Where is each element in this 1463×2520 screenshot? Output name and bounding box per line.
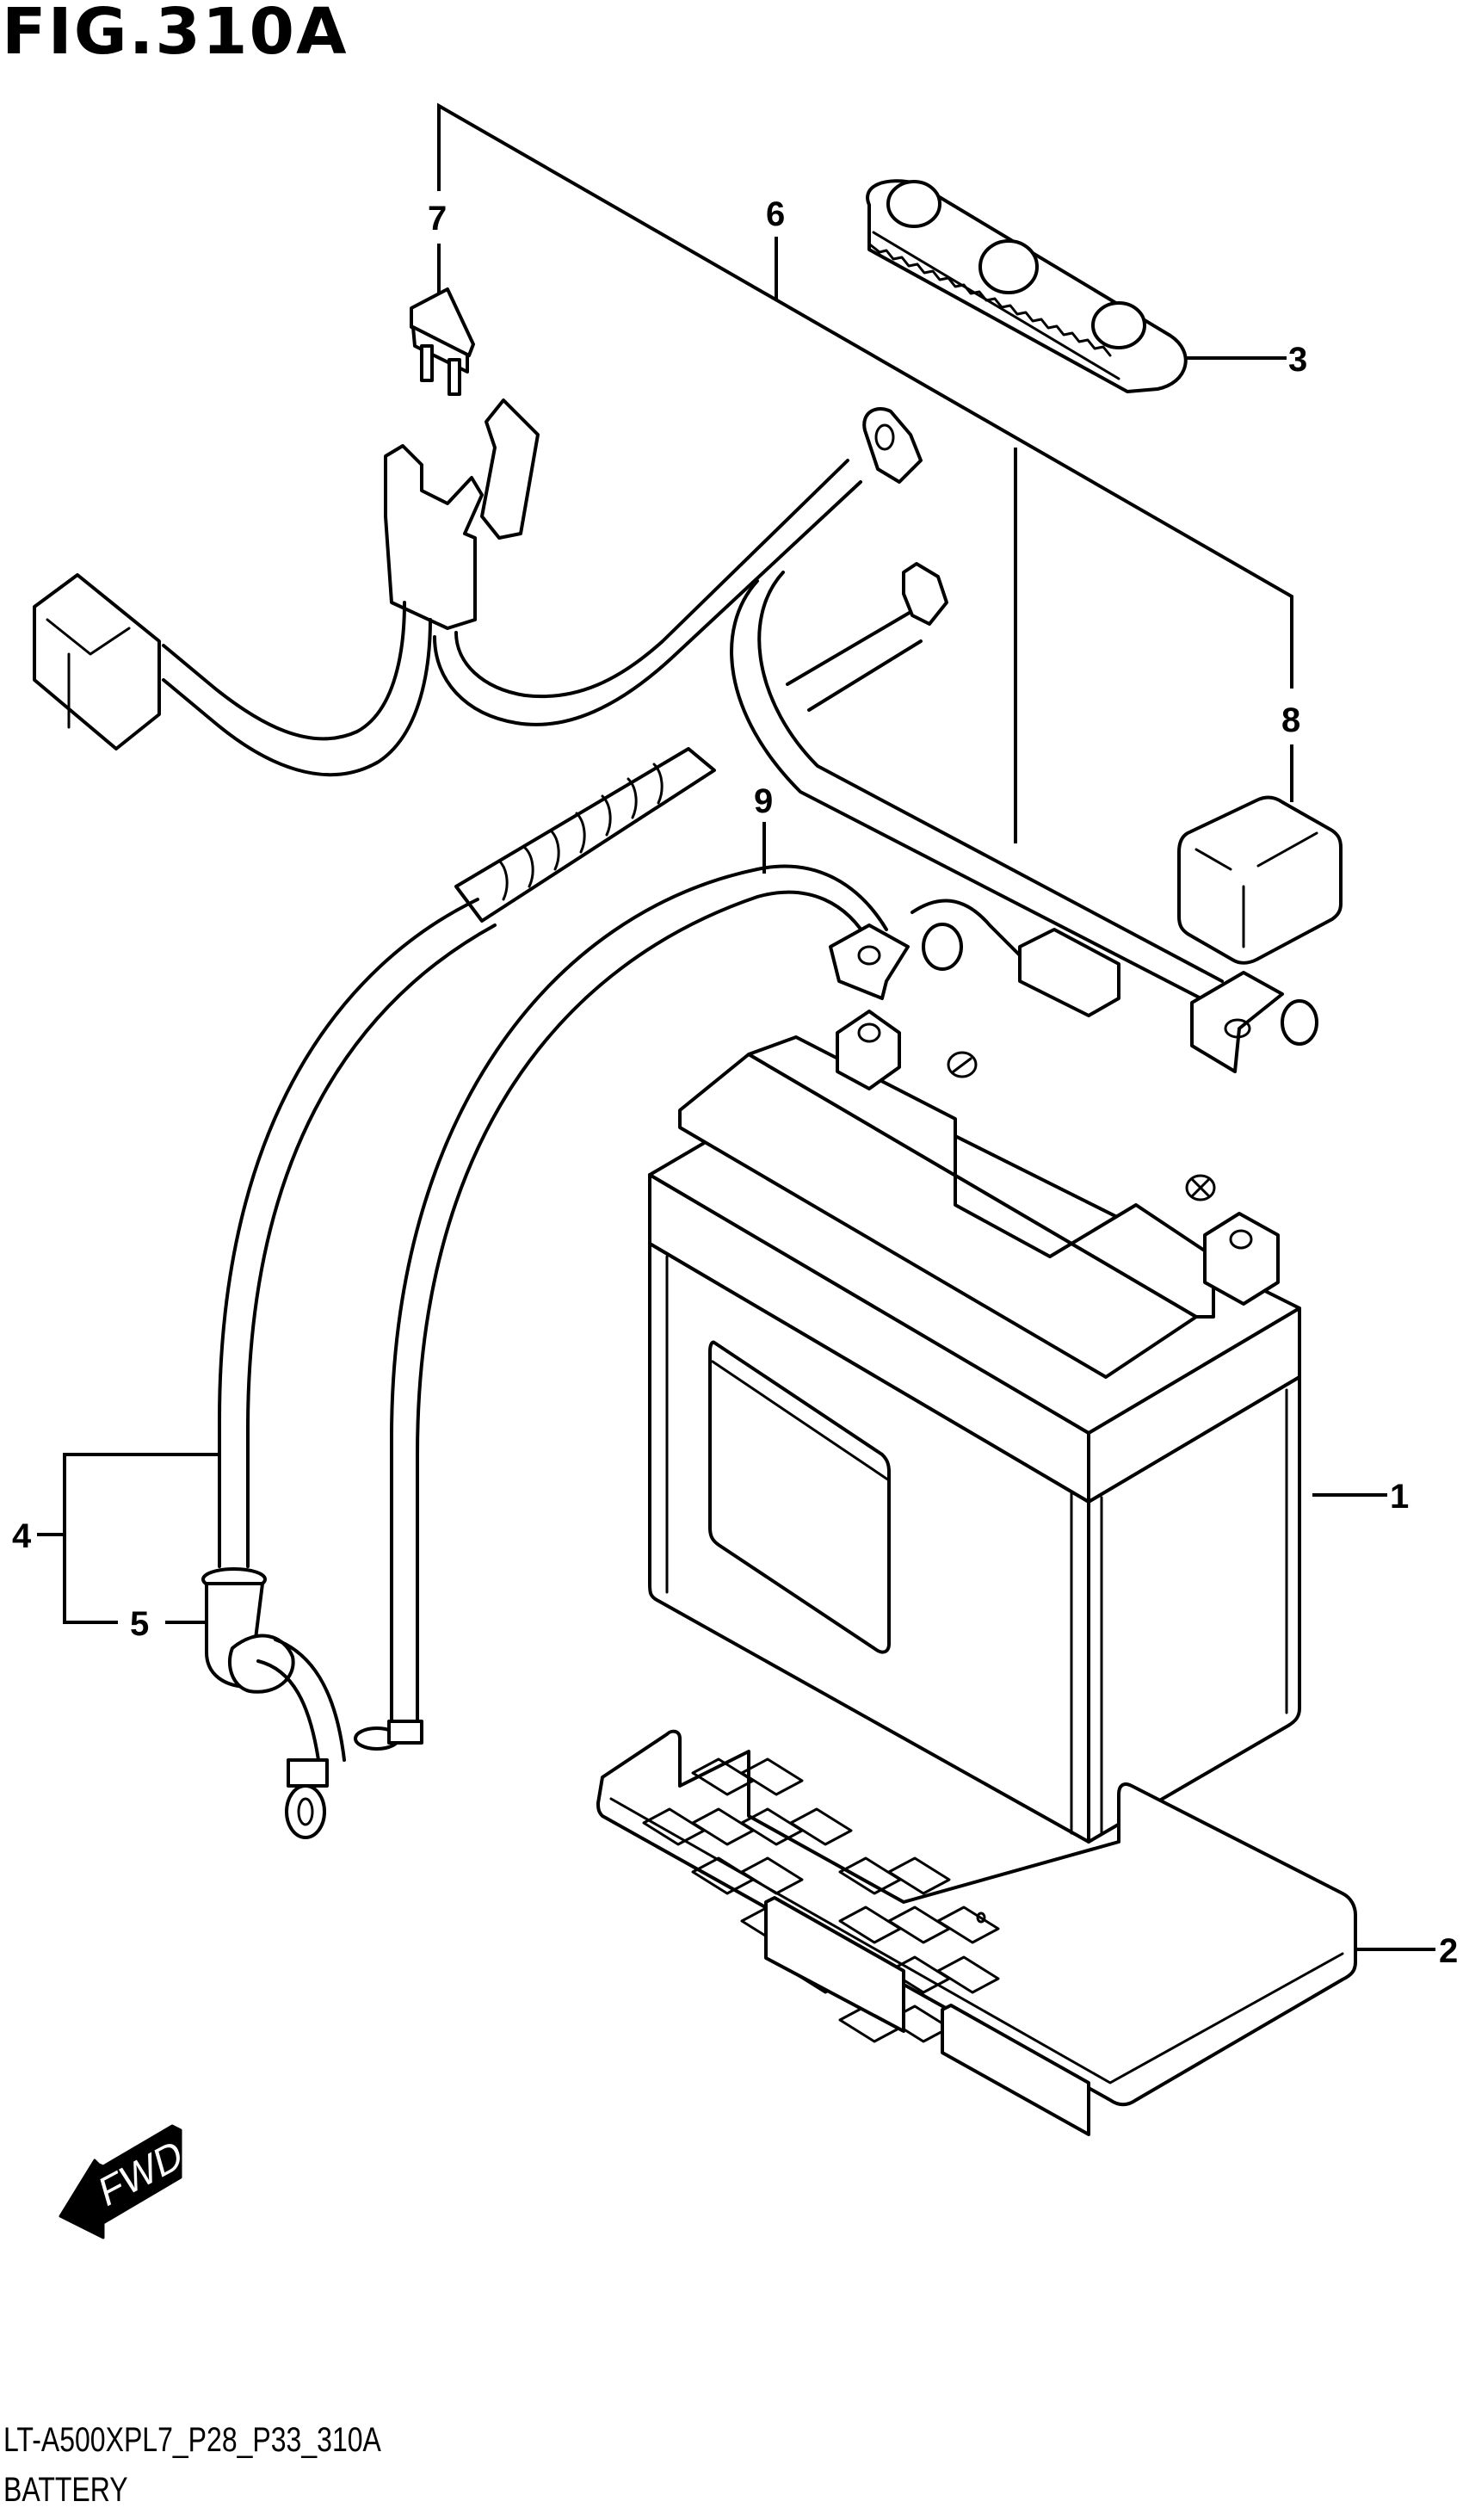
plus-symbol — [1185, 1174, 1216, 1201]
battery-label-recess — [708, 1340, 891, 1654]
callout-3: 3 — [1288, 341, 1307, 379]
fwd-direction-arrow: FWD — [59, 2124, 187, 2239]
callout-9: 9 — [754, 782, 773, 820]
leader-4-bracket — [63, 1453, 219, 1624]
tray-front-tab — [764, 1896, 905, 2033]
battery-terminal-negative — [836, 1010, 901, 1090]
leader-lines — [37, 102, 1435, 1951]
callout-1: 1 — [1390, 1478, 1409, 1516]
part-8-terminal-cover[interactable] — [1177, 795, 1343, 965]
figure-title: FIG.310A — [2, 0, 349, 69]
part-4-negative-cable[interactable] — [201, 898, 497, 1839]
cap-plug-1 — [886, 180, 941, 228]
part-6-harness[interactable] — [33, 398, 1318, 1073]
arrow-left-down-icon — [59, 2124, 182, 2239]
section-name: BATTERY — [3, 2471, 128, 2509]
part-7-fuse[interactable] — [410, 287, 475, 396]
callout-6: 6 — [766, 195, 785, 233]
part-2-battery-tray[interactable] — [596, 1729, 1357, 2136]
part-3-cap-strip[interactable] — [866, 179, 1188, 393]
callout-8: 8 — [1281, 701, 1300, 739]
cap-plug-3 — [1091, 301, 1146, 349]
cap-plug-2 — [978, 239, 1039, 294]
tray-front-tab-2 — [941, 2004, 1090, 2136]
minus-symbol — [947, 1051, 978, 1078]
leader-7-top — [437, 102, 1293, 689]
callout-7: 7 — [428, 200, 447, 238]
callout-5: 5 — [130, 1605, 149, 1643]
callout-4: 4 — [12, 1517, 32, 1555]
model-code: LT-A500XPL7_P28_P33_310A — [3, 2421, 381, 2459]
part-9-ground-cable[interactable] — [354, 864, 1120, 1751]
callout-labels: 7 6 3 8 9 1 2 4 5 — [12, 195, 1458, 1970]
part-1-battery[interactable] — [648, 1010, 1301, 1844]
battery-terminal-positive — [1203, 1212, 1280, 1306]
callout-2: 2 — [1439, 1932, 1458, 1970]
